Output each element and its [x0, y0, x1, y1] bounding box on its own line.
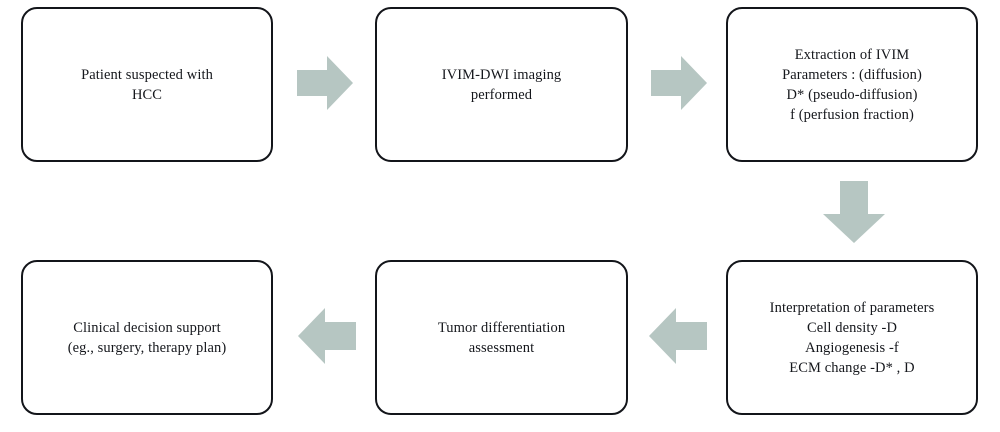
flow-node-clinical-decision-support: Clinical decision support (eg., surgery,…	[21, 260, 273, 415]
flow-node-patient-suspected: Patient suspected with HCC	[21, 7, 273, 162]
flow-node-label: Clinical decision support (eg., surgery,…	[67, 319, 227, 356]
arrow-left-icon	[298, 308, 356, 364]
arrow-right-icon	[297, 56, 353, 110]
flow-node-interpretation-of-parameters: Interpretation of parameters Cell densit…	[726, 260, 978, 415]
flow-node-ivim-dwi-imaging: IVIM-DWI imaging performed	[375, 7, 628, 162]
flow-node-label: Interpretation of parameters Cell densit…	[769, 299, 935, 376]
flow-node-label: Tumor differentiation assessment	[437, 319, 566, 356]
arrow-right-icon	[651, 56, 707, 110]
flow-node-label: IVIM-DWI imaging performed	[441, 66, 562, 103]
arrow-left-icon	[649, 308, 707, 364]
flow-node-label: Extraction of IVIM Parameters : (diffusi…	[782, 46, 922, 123]
flow-node-tumor-differentiation-assessment: Tumor differentiation assessment	[375, 260, 628, 415]
arrow-down-icon	[823, 181, 885, 243]
flow-node-label: Patient suspected with HCC	[81, 66, 213, 103]
flow-node-extraction-of-ivim-parameters: Extraction of IVIM Parameters : (diffusi…	[726, 7, 978, 162]
